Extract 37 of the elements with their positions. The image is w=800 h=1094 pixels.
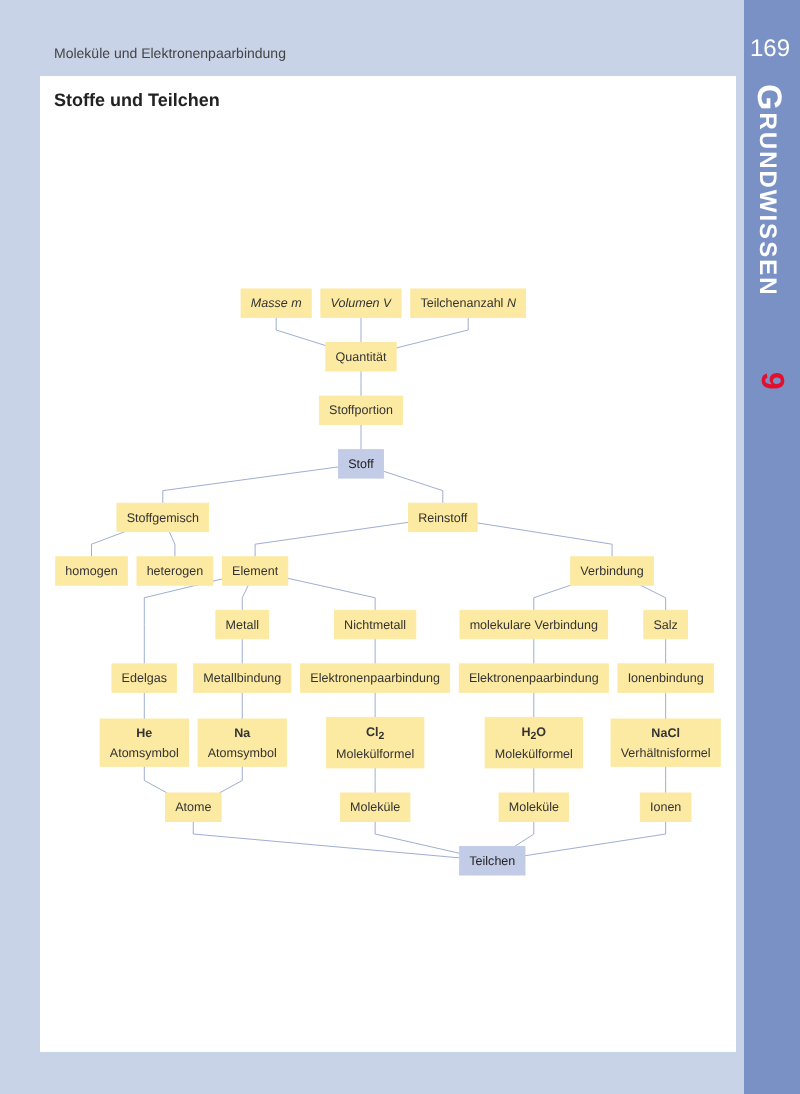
connector-line	[91, 531, 126, 558]
connector-line	[254, 521, 409, 558]
connector-line	[395, 316, 469, 349]
connector-line	[382, 470, 444, 504]
connector-line	[533, 584, 572, 611]
connector-line	[162, 466, 340, 504]
connector-line	[665, 638, 667, 665]
connector-line	[241, 638, 243, 665]
connector-line	[360, 424, 362, 451]
connector-line	[360, 370, 362, 397]
page-number: 169	[749, 34, 790, 62]
connector-line	[241, 584, 249, 611]
connector-line	[143, 765, 168, 794]
connector-line	[275, 316, 327, 347]
connector-line	[360, 316, 362, 343]
section-label: GRUNDWISSEN	[748, 84, 788, 297]
diagram-title: Stoffe und Teilchen	[54, 90, 220, 110]
connector-line	[374, 767, 376, 794]
section-number: 9	[752, 372, 788, 390]
connector-line	[533, 767, 535, 794]
connector-line	[192, 821, 461, 859]
connector-line	[218, 765, 243, 794]
connector-line	[374, 691, 376, 718]
connector-line	[143, 691, 145, 720]
connector-line	[640, 584, 667, 611]
connector-line	[241, 691, 243, 720]
connector-line	[665, 691, 667, 720]
connector-line	[533, 638, 535, 665]
connector-line	[476, 522, 613, 558]
connector-line	[287, 577, 376, 611]
connector-line	[524, 821, 667, 857]
connector-line	[374, 638, 376, 665]
connector-line	[533, 691, 535, 718]
connector-line	[168, 531, 176, 558]
connector-line	[374, 821, 461, 854]
connector-line	[513, 821, 535, 848]
connector-line	[665, 765, 667, 794]
